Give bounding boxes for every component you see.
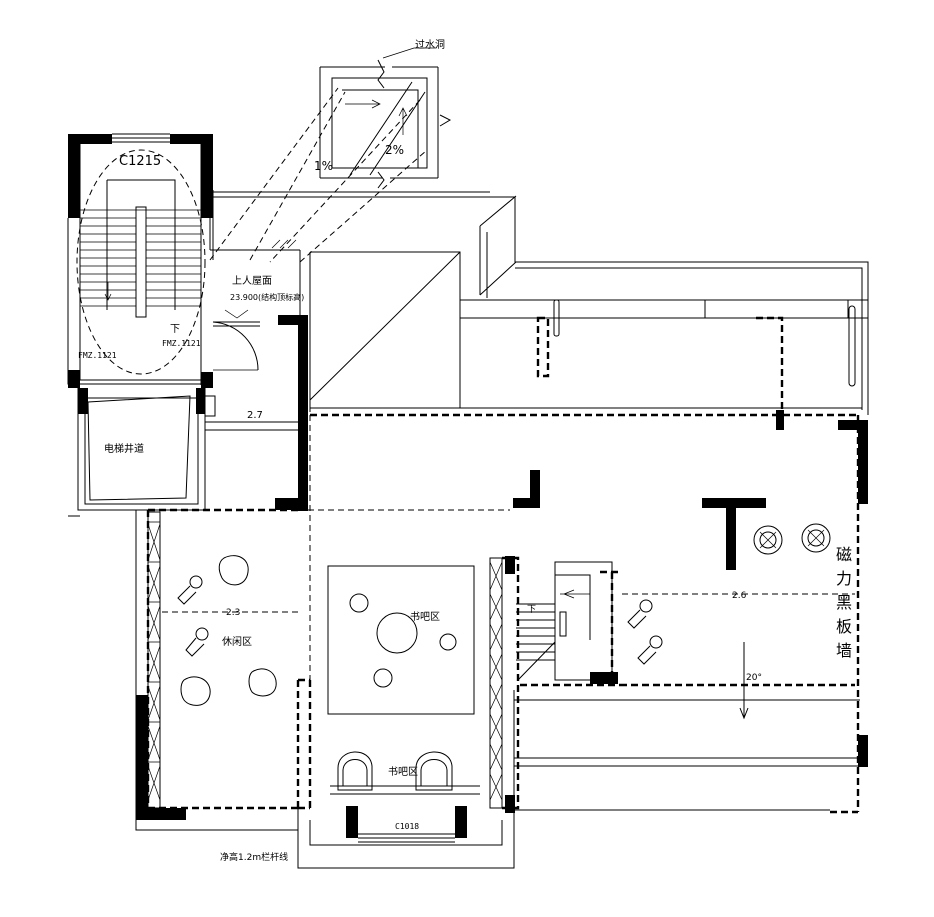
- svg-text:墙: 墙: [836, 641, 852, 660]
- zone-bar-label: 书吧区: [410, 611, 440, 623]
- svg-text:黑: 黑: [836, 593, 852, 612]
- armchair-icon: [337, 751, 373, 791]
- window-c1018-label: C1018: [395, 822, 419, 831]
- fan-icon: [753, 525, 783, 555]
- bottom-window: C1018 净高1.2m栏杆线: [220, 806, 515, 869]
- spotlight-icon: [627, 599, 653, 629]
- fan-icon: [801, 523, 831, 553]
- angle-20-label: 20°: [746, 673, 762, 683]
- zone-leisure-label: 休闲区: [222, 635, 252, 648]
- stair-down-label-2: 下: [527, 605, 536, 615]
- railing-note-label: 净高1.2m栏杆线: [220, 851, 288, 863]
- spotlight-icon: [177, 575, 203, 605]
- slope-2-label: 2%: [385, 143, 404, 157]
- roof-access-area: 上人屋面 23.900(结构顶标高): [209, 190, 490, 371]
- upper-roof: [309, 195, 869, 430]
- main-boundary: [146, 413, 868, 814]
- height-27-label: 2.7: [247, 410, 263, 421]
- center-zone: 书吧区 书吧区: [296, 556, 520, 813]
- overflow-detail: 过水洞 1% 2%: [209, 38, 452, 263]
- window-c1215-label: C1215: [119, 154, 161, 169]
- svg-text:磁: 磁: [836, 545, 852, 564]
- left-zone: 2.3 休闲区: [135, 510, 298, 831]
- height-23-label: 2.3: [226, 608, 240, 618]
- stair-down-label: 下: [170, 324, 180, 335]
- stair-core: C1215 下 FMZ.1121 FMZ.1121: [67, 133, 213, 388]
- armchair-icon: [415, 751, 453, 791]
- height-26-label: 2.6: [732, 591, 747, 601]
- corridor-27: 2.7: [204, 315, 308, 511]
- zone-bar-label-2: 书吧区: [388, 766, 418, 778]
- magnetic-blackboard-wall-label: 磁 力 黑 板 墙: [836, 545, 852, 660]
- slope-1-label: 1%: [314, 159, 333, 173]
- roof-elevation-label: 23.900(结构顶标高): [230, 292, 304, 302]
- elevator-shaft: 电梯井道: [77, 388, 216, 511]
- spotlight-icon: [185, 627, 209, 657]
- right-zone: 下 2.6 20° 磁 力 黑 板: [513, 523, 860, 811]
- door-fmz1121-label-a: FMZ.1121: [78, 351, 117, 360]
- spotlight-icon: [637, 635, 663, 665]
- door-fmz1121-label-b: FMZ.1121: [162, 339, 201, 348]
- svg-text:板: 板: [836, 617, 852, 636]
- svg-text:力: 力: [836, 569, 852, 588]
- elevator-shaft-label: 电梯井道: [104, 442, 144, 455]
- roof-access-label: 上人屋面: [232, 275, 272, 287]
- overflow-hole-label: 过水洞: [415, 38, 445, 51]
